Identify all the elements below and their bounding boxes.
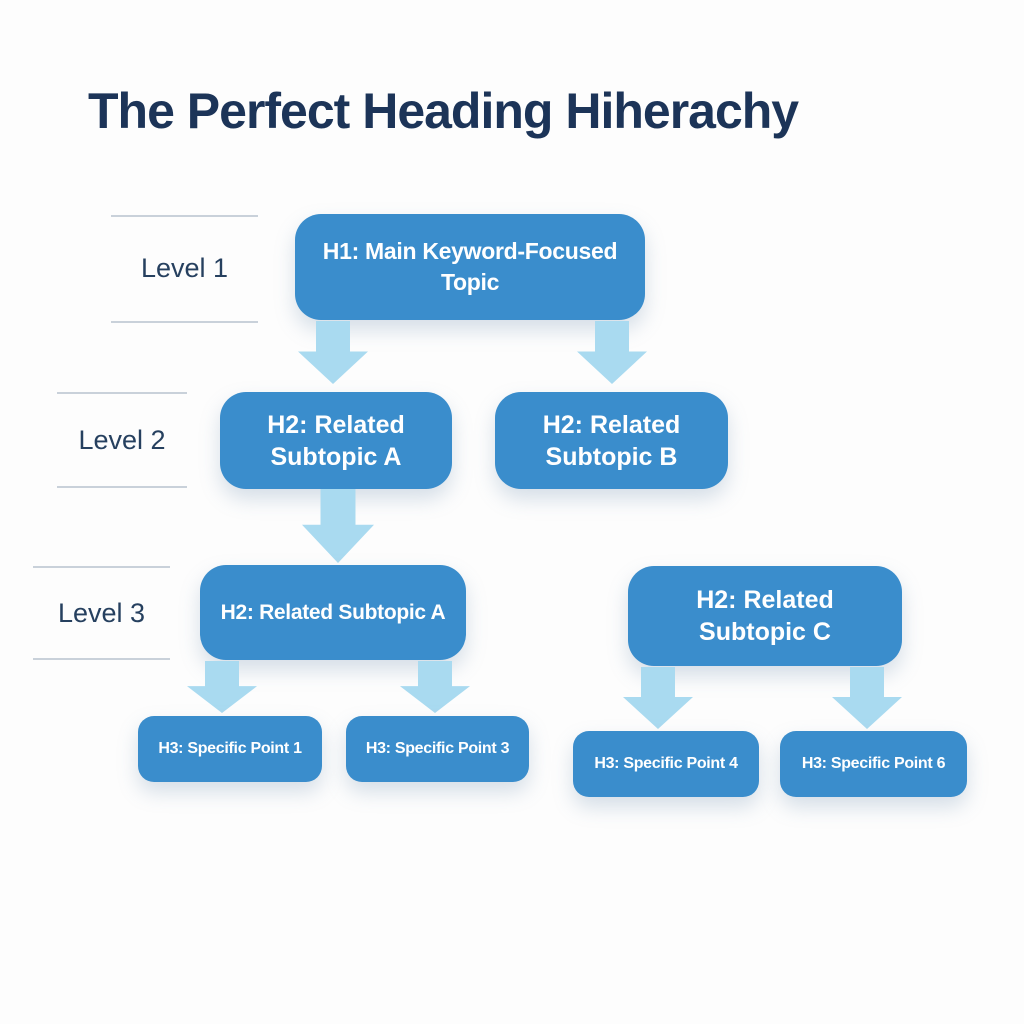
node-label-line: H2: Related Subtopic A [220,600,446,624]
node-label-line: H2: Related [542,410,681,439]
level-1-divider-bottom [111,321,258,323]
down-arrow-icon [832,667,902,729]
level-2-divider-bottom [57,486,187,488]
down-arrow-icon [298,321,368,384]
node-label-line: H3: Specific Point 4 [594,755,738,772]
node-label-line: Topic [440,269,500,295]
level-2-label: Level 2 [78,425,166,455]
node-label-line: Subtopic B [545,442,678,471]
level-3-label: Level 3 [57,598,146,628]
level-3-divider-bottom [33,658,170,660]
level-1-divider-top [111,215,258,217]
node-label-line: Subtopic C [699,618,831,646]
down-arrow-icon [623,667,693,729]
node-h2-subtopic-a: H2: Related Subtopic A [220,392,452,489]
node-h2-subtopic-a-level3: H2: Related Subtopic A [200,565,466,660]
node-h3-specific-point-3: H3: Specific Point 3 [346,716,529,782]
node-label-line: H1: Main Keyword-Focused [322,238,618,264]
node-h2-subtopic-b: H2: Related Subtopic B [495,392,728,489]
node-label-line: Subtopic A [270,442,402,471]
down-arrow-icon [400,661,470,713]
level-3-divider-top [33,566,170,568]
node-h1-main-topic: H1: Main Keyword-Focused Topic [295,214,645,320]
down-arrow-icon [187,661,257,713]
node-label-line: H3: Specific Point 1 [158,740,302,757]
node-h3-specific-point-1: H3: Specific Point 1 [138,716,322,782]
node-label-line: H2: Related [267,410,405,439]
down-arrow-icon [577,321,647,384]
node-h3-specific-point-4: H3: Specific Point 4 [573,731,759,797]
node-label-line: H3: Specific Point 6 [801,755,946,772]
down-arrow-icon [302,489,374,563]
node-label-line: H2: Related [696,586,834,614]
node-label-line: H3: Specific Point 3 [365,740,510,757]
page-title: The Perfect Heading Hiherachy [88,83,799,139]
node-h3-specific-point-6: H3: Specific Point 6 [780,731,967,797]
level-1-label: Level 1 [140,253,229,283]
level-2-divider-top [57,392,187,394]
node-h2-subtopic-c: H2: Related Subtopic C [628,566,902,666]
